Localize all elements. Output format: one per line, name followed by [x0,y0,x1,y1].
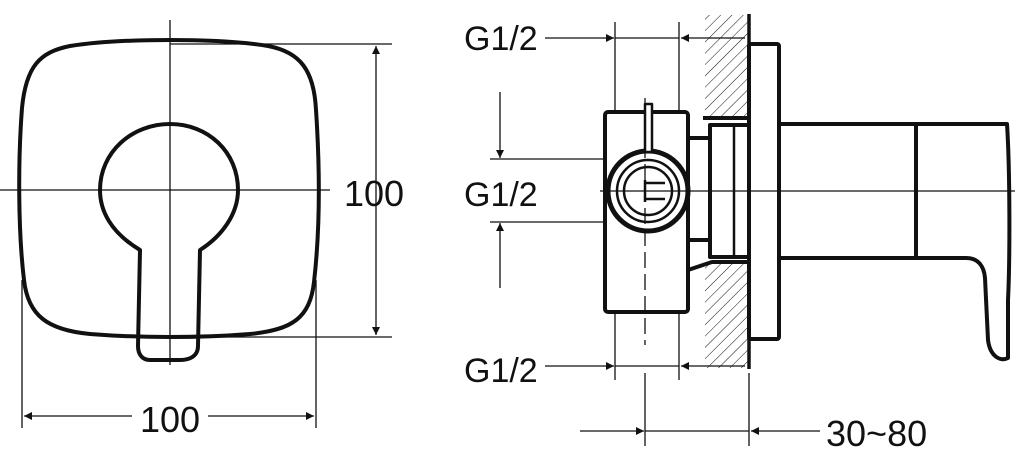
handle-lever-side [916,122,1012,362]
middle-connection-label: G1/2 [464,176,538,214]
valve-body-neck [688,136,710,242]
wall-hatch-top [705,15,749,118]
cover-plate-outline [17,38,321,339]
height-label: 100 [344,173,404,214]
side-view: G1/2 G1/2 G1/2 30~80 [464,14,1015,454]
depth-label: 30~80 [826,413,927,454]
wall-recess-line [687,116,749,272]
front-view: 100 100 [0,20,404,440]
bottom-connection-label: G1/2 [464,352,538,390]
width-label: 100 [140,399,200,440]
lever-handle-outline [98,122,240,362]
wall-hatch-bottom [705,262,749,368]
valve-top-stem [643,102,654,154]
top-connection-label: G1/2 [464,20,538,58]
